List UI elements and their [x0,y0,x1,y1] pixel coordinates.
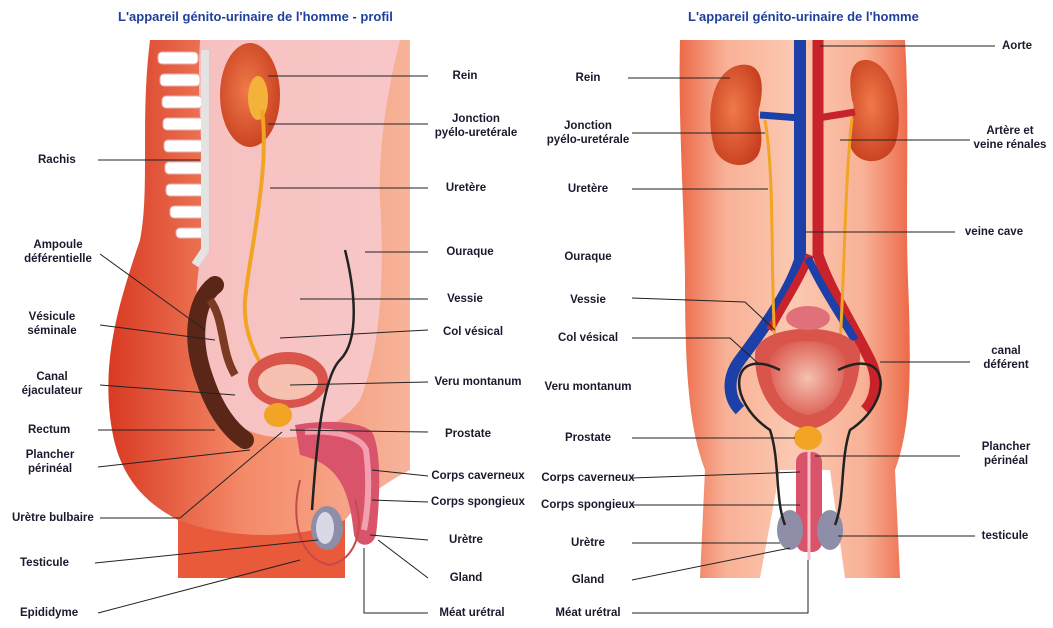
profile-figure [108,40,410,578]
label-line: canal [983,344,1028,358]
label-line: périnéal [982,454,1031,468]
profile-testicle-inner [316,512,334,544]
front-label-uretere: Uretère [568,182,608,196]
front-label-rein: Rein [576,71,601,85]
front-label-uretre: Urètre [571,536,605,550]
label-line: pyélo-uretérale [435,126,517,140]
front-prostate [794,426,822,450]
front-renal-vessels-left [760,115,800,118]
label-vessie: Vessie [447,292,483,306]
label-line: séminale [27,324,76,338]
front-label-testicule: testicule [982,529,1029,543]
front-label-plancher-perineal: Plancher périnéal [982,440,1031,468]
front-label-col-vesical: Col vésical [558,331,618,345]
label-line: Plancher [26,448,75,462]
front-label-vessie: Vessie [570,293,606,307]
label-line: déférentielle [24,252,92,266]
front-label-artere-veine-renales: Artère et veine rénales [974,124,1047,152]
front-label-gland: Gland [572,573,605,587]
front-label-veru-montanum: Veru montanum [545,380,632,394]
label-col-vesical: Col vésical [443,325,503,339]
label-veru-montanum: Veru montanum [435,375,522,389]
front-title: L'appareil génito-urinaire de l'homme [688,9,919,24]
label-line: Jonction [547,119,629,133]
label-jonction: Jonction pyélo-uretérale [435,112,517,140]
front-label-veine-cave: veine cave [965,225,1023,239]
front-label-ouraque: Ouraque [564,250,611,264]
label-line: Jonction [435,112,517,126]
label-line: Canal [22,370,83,384]
front-label-corps-spongieux: Corps spongieux [541,498,635,512]
front-figure [680,40,910,578]
front-label-meat-uretral: Méat urétral [555,606,620,620]
label-line: déférent [983,358,1028,372]
label-meat-uretral: Méat urétral [439,606,504,620]
label-corps-caverneux: Corps caverneux [431,469,524,483]
label-rachis: Rachis [38,153,76,167]
front-label-canal-deferent: canal déférent [983,344,1028,372]
label-line: périnéal [26,462,75,476]
label-rectum: Rectum [28,423,70,437]
profile-renal-pelvis [248,76,268,120]
front-label-aorte: Aorte [1002,39,1032,53]
label-gland: Gland [450,571,483,585]
label-canal-ejaculateur: Canal éjaculateur [22,370,83,398]
label-line: Artère et [974,124,1047,138]
label-uretre-bulbaire: Urètre bulbaire [12,511,94,525]
label-epididyme: Epididyme [20,606,78,620]
label-line: Ampoule [24,238,92,252]
label-ouraque: Ouraque [446,245,493,259]
label-line: veine rénales [974,138,1047,152]
front-urachus [786,306,830,330]
label-plancher-perineal: Plancher périnéal [26,448,75,476]
front-label-corps-caverneux: Corps caverneux [541,471,634,485]
front-label-jonction: Jonction pyélo-uretérale [547,119,629,147]
label-uretere: Uretère [446,181,486,195]
label-prostate: Prostate [445,427,491,441]
label-corps-spongieux: Corps spongieux [431,495,525,509]
label-ampoule-deferentielle: Ampoule déférentielle [24,238,92,266]
label-testicule: Testicule [20,556,69,570]
label-line: Vésicule [27,310,76,324]
label-line: pyélo-uretérale [547,133,629,147]
profile-title: L'appareil génito-urinaire de l'homme - … [118,9,393,24]
label-line: éjaculateur [22,384,83,398]
label-rein: Rein [453,69,478,83]
profile-bladder-inner [258,364,318,400]
label-line: Plancher [982,440,1031,454]
label-vesicule-seminale: Vésicule séminale [27,310,76,338]
label-uretre: Urètre [449,533,483,547]
profile-prostate [264,403,292,427]
front-label-prostate: Prostate [565,431,611,445]
